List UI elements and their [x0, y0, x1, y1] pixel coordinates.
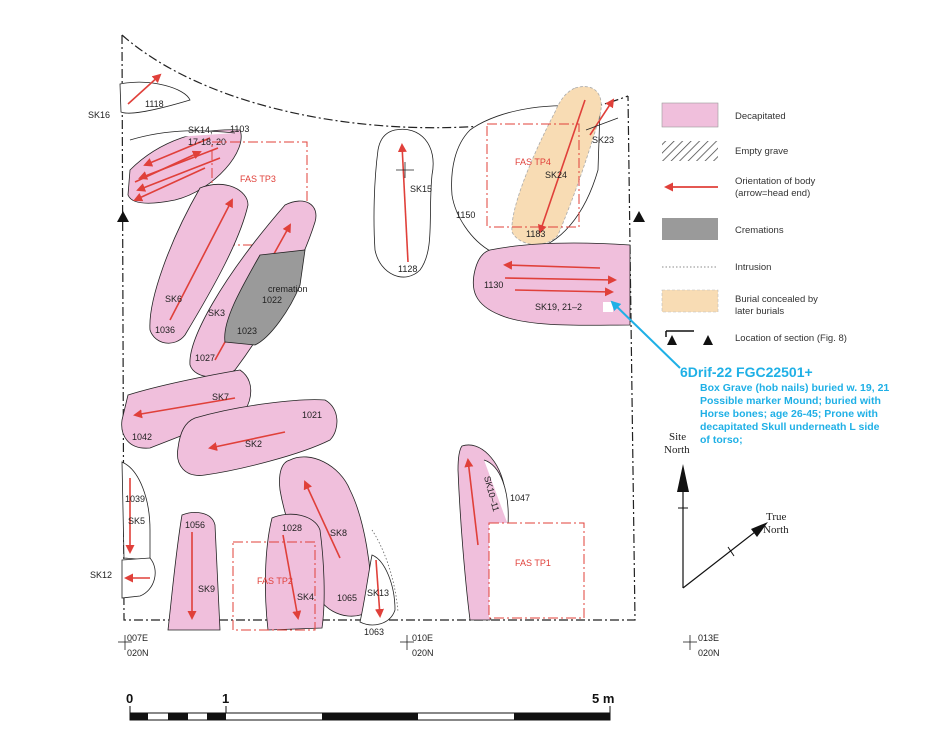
grave-1128	[373, 128, 434, 278]
label-1150: 1150	[456, 210, 475, 220]
label-sk23: SK23	[592, 135, 614, 145]
annotation-title: 6Drif-22 FGC22501+	[680, 364, 813, 380]
section-markers	[117, 211, 645, 222]
label-sk12: SK12	[90, 570, 112, 580]
test-pit-1	[488, 522, 585, 619]
label-1022: 1022	[262, 295, 282, 305]
annotation-pointer	[610, 300, 681, 369]
label-sk24: SK24	[545, 170, 567, 180]
label-1065: 1065	[337, 593, 357, 603]
grid-ref-010e: 010E 020N	[400, 633, 434, 658]
label-sk2: SK2	[245, 439, 262, 449]
label-sk5: SK5	[128, 516, 145, 526]
annotation-line-5: of torso;	[700, 434, 743, 446]
legend-label-orientation-2: (arrow=head end)	[735, 188, 810, 199]
grave-1056	[167, 512, 221, 631]
legend-label-section: Location of section (Fig. 8)	[735, 333, 847, 344]
label-sk19: SK19, 21–2	[535, 302, 582, 312]
label-sk15: SK15	[410, 184, 432, 194]
label-sk7: SK7	[212, 392, 229, 402]
label-1103: 1103	[230, 124, 249, 134]
grave-1028	[265, 513, 325, 631]
label-1027: 1027	[195, 353, 215, 363]
annotation-line-4: decapitated Skull underneath L side	[700, 421, 880, 433]
legend-label-empty: Empty grave	[735, 146, 788, 157]
legend-label-concealed-2: later burials	[735, 306, 784, 317]
svg-text:020N: 020N	[127, 648, 149, 658]
label-sk3: SK3	[208, 308, 225, 318]
legend-label-concealed: Burial concealed by	[735, 294, 818, 305]
grave-1039	[121, 461, 151, 561]
label-sk14b: 17-18, 20	[188, 137, 226, 147]
scale-bar: 0 1 5 m	[126, 691, 614, 721]
label-tp4: FAS TP4	[515, 157, 551, 167]
label-sk14: SK14,	[188, 125, 213, 135]
grave-1130	[472, 242, 631, 326]
label-cremation: cremation	[268, 284, 308, 294]
svg-text:007E: 007E	[127, 633, 148, 643]
label-1028: 1028	[282, 523, 302, 533]
annotation-line-3: Horse bones; age 26-45; Prone with	[700, 408, 878, 420]
label-1036: 1036	[155, 325, 175, 335]
scale-label-1: 1	[222, 691, 229, 706]
true-north-label-2: North	[763, 524, 789, 536]
site-north-label-2: North	[664, 444, 690, 456]
label-1047: 1047	[510, 493, 530, 503]
label-1021: 1021	[302, 410, 322, 420]
legend-label-orientation: Orientation of body	[735, 176, 816, 187]
site-north-arrowhead-icon	[677, 464, 689, 492]
grid-ref-013e: 013E 020N	[683, 633, 720, 658]
true-north-label-1: True	[766, 511, 786, 523]
legend-swatch-cremation	[662, 218, 718, 240]
scale-label-0: 0	[126, 691, 133, 706]
scale-label-5m: 5 m	[592, 691, 614, 706]
label-sk13: SK13	[367, 588, 389, 598]
annotation-line-2: Possible marker Mound; buried with	[700, 395, 881, 407]
legend-swatch-decapitated	[661, 102, 719, 128]
label-1128: 1128	[398, 264, 417, 274]
legend-label-cremation: Cremations	[735, 225, 784, 236]
legend-label-intrusion: Intrusion	[735, 262, 771, 273]
label-1063: 1063	[364, 627, 384, 637]
label-1039: 1039	[125, 494, 145, 504]
label-tp2: FAS TP2	[257, 576, 293, 586]
cremation-1023	[224, 249, 306, 346]
label-tp1: FAS TP1	[515, 558, 551, 568]
svg-text:020N: 020N	[698, 648, 720, 658]
legend: Decapitated Empty grave Orientation of b…	[661, 102, 847, 345]
label-tp3: FAS TP3	[240, 174, 276, 184]
label-sk16: SK16	[88, 110, 110, 120]
grave-1118	[119, 81, 191, 114]
legend-swatch-empty	[662, 141, 718, 161]
site-north-label-1: Site	[669, 431, 686, 443]
svg-text:010E: 010E	[412, 633, 433, 643]
annotation-line-1: Box Grave (hob nails) buried w. 19, 21	[700, 382, 889, 394]
legend-section-icon	[665, 330, 713, 345]
grave-1065	[279, 456, 373, 617]
svg-text:013E: 013E	[698, 633, 719, 643]
test-pit-2	[232, 541, 316, 631]
label-sk4: SK4	[297, 592, 314, 602]
label-sk9: SK9	[198, 584, 215, 594]
label-sk8: SK8	[330, 528, 347, 538]
north-arrows: Site North True North	[664, 431, 789, 589]
label-1042: 1042	[132, 432, 152, 442]
svg-text:020N: 020N	[412, 648, 434, 658]
legend-label-decapitated: Decapitated	[735, 111, 786, 122]
label-1056: 1056	[185, 520, 205, 530]
label-1130: 1130	[484, 280, 503, 290]
true-north-arrowhead-icon	[751, 522, 768, 537]
legend-swatch-concealed	[661, 289, 719, 313]
grid-ref-007e: 007E 020N	[118, 633, 149, 658]
label-1118: 1118	[145, 99, 164, 109]
label-1183: 1183	[526, 229, 545, 239]
test-pit-4	[486, 123, 580, 228]
grave-1103	[127, 129, 242, 204]
label-sk6: SK6	[165, 294, 182, 304]
label-1023: 1023	[237, 326, 257, 336]
